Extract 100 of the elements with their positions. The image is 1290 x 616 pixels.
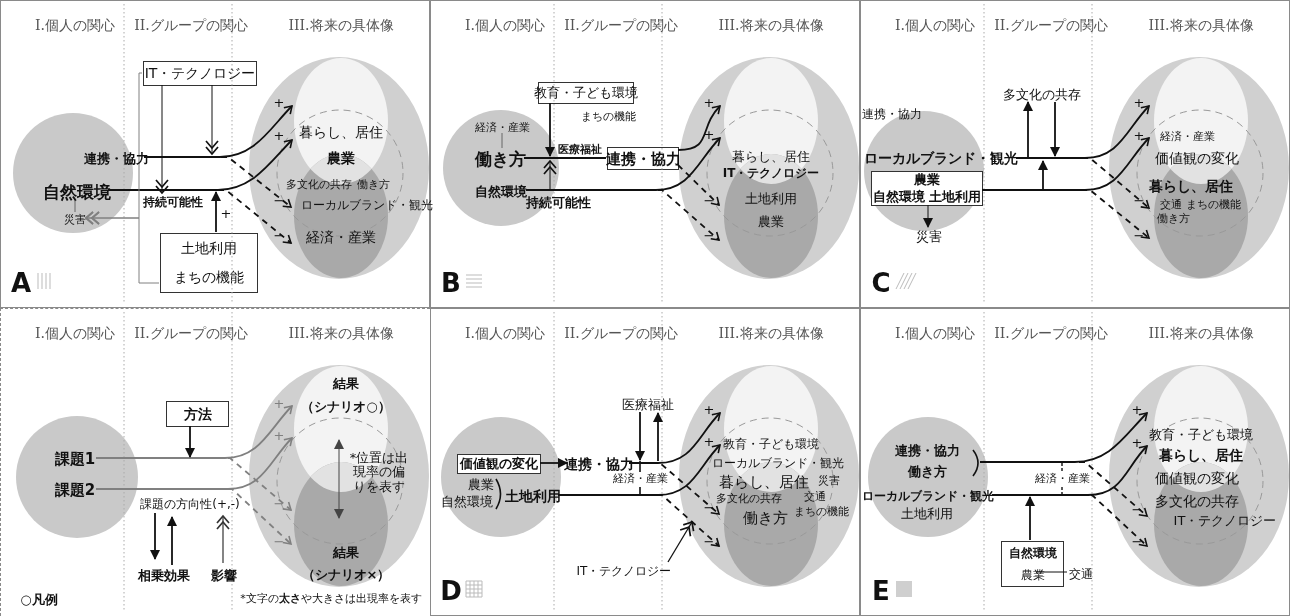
arrow bbox=[545, 102, 555, 157]
keyword: 土地利用 bbox=[745, 191, 797, 207]
arrow bbox=[1050, 101, 1060, 157]
edge-label: − bbox=[1133, 193, 1145, 209]
panel bbox=[0, 308, 430, 616]
arrow bbox=[539, 458, 568, 468]
keyword: 土地利用 bbox=[901, 506, 953, 522]
edge-label: + bbox=[1133, 128, 1145, 144]
note-text: 経済・産業 bbox=[612, 472, 668, 486]
arrow bbox=[211, 191, 221, 233]
panel bbox=[860, 308, 1290, 616]
keyword: 暮らし、居住 bbox=[732, 149, 810, 165]
keyword: （シナリオ○） bbox=[301, 399, 391, 415]
keyword: 交通 bbox=[1160, 198, 1182, 212]
keyword: 土地利用 bbox=[181, 240, 237, 257]
connector-line bbox=[501, 132, 503, 149]
connector-line bbox=[523, 157, 607, 159]
column-heading: II.グループの関心 bbox=[134, 326, 248, 342]
arrow bbox=[185, 425, 195, 458]
keyword: 働き方 bbox=[475, 149, 525, 169]
column-heading: I.個人の関心 bbox=[465, 326, 545, 342]
connector-line bbox=[1035, 571, 1068, 573]
column-heading: I.個人の関心 bbox=[895, 18, 975, 34]
keyword: 多文化の共存 bbox=[1002, 85, 1082, 103]
column-heading: III.将来の具体像 bbox=[1148, 18, 1254, 34]
keyword: ローカルブランド・観光 bbox=[712, 457, 844, 471]
legend-label: 相乗効果 bbox=[138, 568, 190, 584]
panel-letter: D bbox=[440, 576, 462, 606]
column-heading: I.個人の関心 bbox=[895, 326, 975, 342]
keyword: 価値観の変化 bbox=[460, 456, 538, 472]
keyword: 自然環境 bbox=[1008, 545, 1057, 561]
keyword: 多文化の共存 bbox=[716, 492, 782, 506]
edge-label: − bbox=[273, 496, 285, 512]
keyword: 経済・産業 bbox=[306, 230, 376, 246]
keyword: ローカルブランド・観光 bbox=[301, 199, 433, 213]
keyword: 災害 bbox=[818, 474, 840, 488]
keyword: 交通 bbox=[1068, 566, 1094, 581]
keyword: 農業 bbox=[758, 214, 784, 230]
keyword: 土地利用 bbox=[507, 487, 559, 505]
keyword: 結果 bbox=[333, 376, 359, 392]
keyword: 教育・子ども環境 bbox=[1149, 427, 1253, 443]
keyword: IT・テクノロジー bbox=[144, 65, 256, 82]
keyword: 経済・産業 bbox=[472, 120, 532, 134]
legend-label: 影響 bbox=[211, 568, 237, 584]
column-heading: II.グループの関心 bbox=[564, 326, 678, 342]
column-heading: I.個人の関心 bbox=[35, 326, 115, 342]
keyword: 自然環境 bbox=[441, 494, 493, 510]
keyword: 教育・子ども環境 bbox=[723, 438, 819, 452]
edge-label: + bbox=[703, 434, 715, 450]
arrow bbox=[1023, 101, 1033, 159]
keyword: 暮らし、居住 bbox=[1149, 179, 1233, 195]
panel-letter: E bbox=[872, 576, 890, 606]
keyword: 災害 bbox=[63, 213, 87, 226]
edge-label: + bbox=[703, 127, 715, 143]
connector-line bbox=[74, 200, 76, 213]
keyword: 経済・産業 bbox=[1159, 130, 1215, 144]
keyword-box bbox=[1001, 541, 1064, 587]
note-text: 医療福祉 bbox=[558, 143, 602, 157]
keyword: 連携・協力 bbox=[894, 443, 960, 459]
panel-letter: C bbox=[871, 268, 891, 298]
edge-label: + bbox=[1131, 435, 1143, 451]
keyword: 暮らし、居住 bbox=[299, 125, 383, 141]
keyword: まちの機能 bbox=[174, 269, 244, 286]
panel bbox=[860, 0, 1290, 308]
keyword: 災害 bbox=[915, 228, 943, 244]
panel bbox=[430, 308, 860, 616]
keyword-box bbox=[166, 401, 229, 427]
edge-label: + bbox=[220, 206, 232, 222]
keyword: 価値観の変化 bbox=[1155, 151, 1239, 167]
legend-title: ○凡例 bbox=[20, 592, 58, 608]
edge-label: + bbox=[1131, 402, 1143, 418]
edge-label: − bbox=[703, 193, 715, 209]
keyword: 働き方 bbox=[1156, 212, 1190, 226]
arrow bbox=[1015, 157, 1150, 209]
keyword-box bbox=[871, 171, 983, 206]
edge-label: − bbox=[703, 500, 715, 516]
edge-label: − bbox=[273, 193, 285, 209]
keyword: ローカルブランド・観光 bbox=[863, 487, 993, 505]
keyword: 結果 bbox=[333, 545, 359, 561]
edge-label: + bbox=[703, 402, 715, 418]
keyword: IT・テクノロジー bbox=[722, 167, 820, 181]
edge-label: + bbox=[703, 95, 715, 111]
keyword: 多文化の共存 bbox=[286, 178, 352, 192]
edge-label: − bbox=[1133, 228, 1145, 244]
keyword: 医療福祉 bbox=[624, 395, 672, 413]
note-text: 課題の方向性(+,-) bbox=[140, 498, 240, 512]
keyword: 課題1 bbox=[53, 450, 97, 468]
keyword: まちの機能 bbox=[793, 505, 849, 519]
column-heading: II.グループの関心 bbox=[994, 326, 1108, 342]
keyword: 働き方 bbox=[356, 178, 390, 192]
edge-label: − bbox=[1131, 534, 1143, 550]
keyword: ローカルブランド・観光 bbox=[865, 149, 1017, 169]
edge-label: + bbox=[273, 428, 285, 444]
keyword: 自然環境 bbox=[475, 183, 527, 199]
column-heading: III.将来の具体像 bbox=[288, 326, 394, 342]
edge-label: − bbox=[703, 228, 715, 244]
keyword: 働き方 bbox=[742, 509, 788, 527]
keyword: まちの機能 bbox=[1185, 198, 1241, 212]
arrow bbox=[923, 204, 933, 228]
column-heading: I.個人の関心 bbox=[465, 18, 545, 34]
